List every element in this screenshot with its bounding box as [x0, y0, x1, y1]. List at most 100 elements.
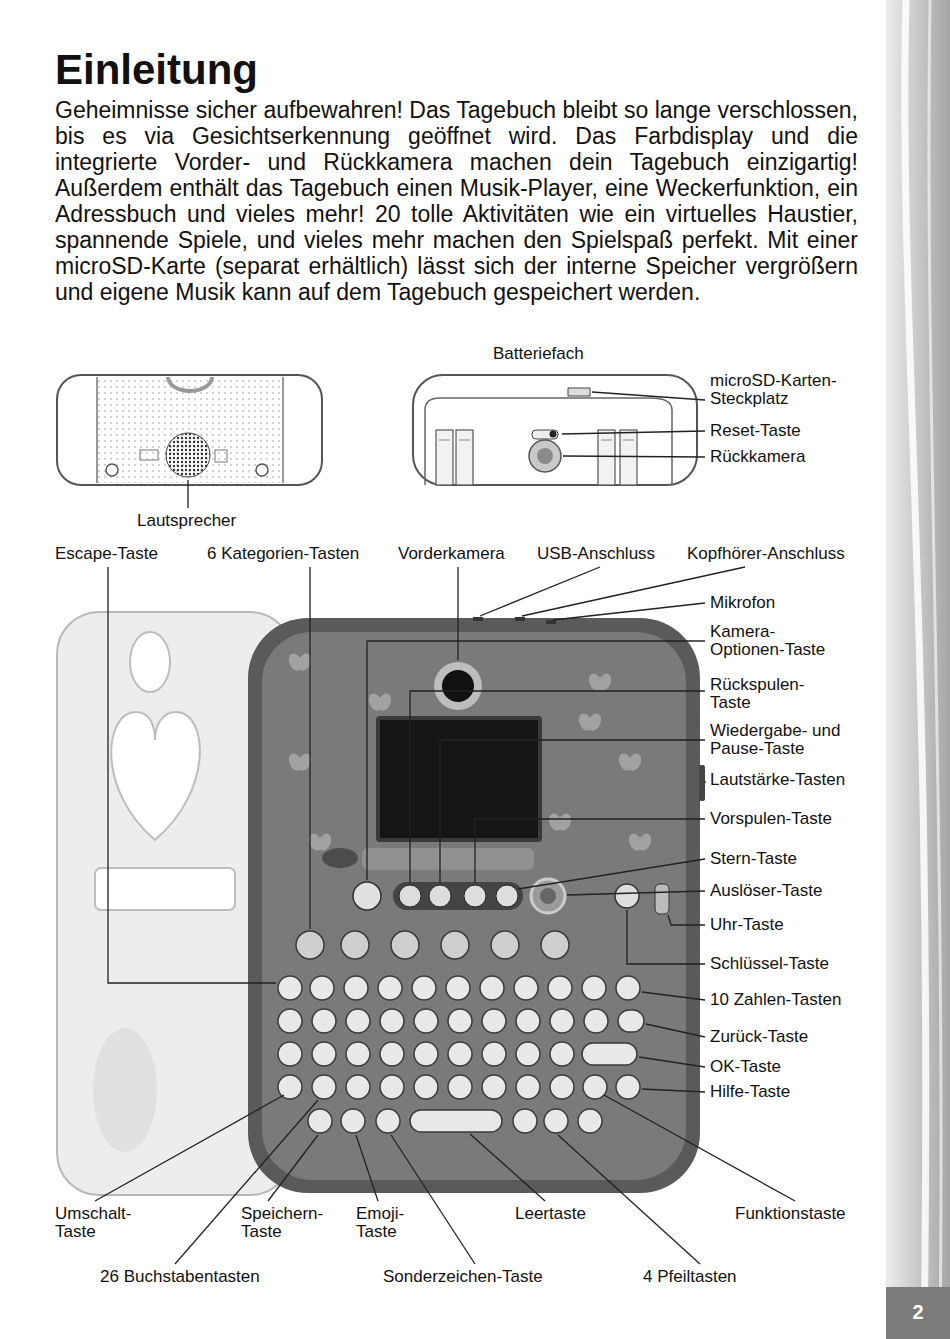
leader-line: [309, 567, 310, 929]
part-label: Zurück-Taste: [710, 1028, 808, 1046]
part-label: Sonderzeichen-Taste: [383, 1268, 543, 1286]
leader-line: [440, 740, 705, 883]
part-label: Vorderkamera: [398, 545, 505, 563]
heart-cutout: [111, 712, 200, 840]
port: [546, 620, 556, 624]
screen-frame: [376, 716, 542, 842]
media-button: [399, 885, 421, 907]
letter-key: [516, 1042, 540, 1066]
battery: [620, 430, 637, 485]
category-button: [441, 931, 469, 959]
reset-hole: [550, 431, 557, 438]
arrow-key: [578, 1109, 602, 1133]
part-label: 10 Zahlen-Tasten: [710, 991, 841, 1009]
letter-key: [482, 1042, 506, 1066]
part-label: microSD-Karten-Steckplatz: [710, 372, 855, 408]
butterfly-wing: [635, 831, 653, 852]
letter-key: [380, 1042, 404, 1066]
back-key: [618, 1010, 644, 1032]
camera-options-button: [353, 882, 381, 910]
butterfly-wing: [295, 751, 313, 772]
device-illustration: [57, 612, 705, 1195]
part-label: 26 Buchstabentasten: [100, 1268, 260, 1286]
part-label: Lautstärke-Tasten: [710, 771, 845, 789]
media-button-bar: [393, 882, 523, 910]
leader-line: [668, 915, 705, 925]
band-ground: [886, 0, 950, 1339]
panel-edge: [96, 377, 98, 483]
part-label: 4 Pfeiltasten: [643, 1268, 737, 1286]
leader-line: [558, 1135, 700, 1264]
page-number-box: [886, 1287, 950, 1339]
clock-button: [655, 884, 669, 914]
battery: [436, 430, 453, 485]
device-body: [248, 618, 700, 1193]
part-label: Reset-Taste: [710, 422, 801, 440]
battery-mark: [623, 440, 634, 441]
flap-slot: [95, 868, 235, 910]
leader-line: [457, 567, 458, 660]
battery-mark: [459, 440, 470, 441]
leader-line: [367, 641, 705, 880]
letter-key: [482, 1009, 506, 1033]
part-label: Speichern-Taste: [241, 1205, 337, 1241]
letter-key: [448, 1042, 472, 1066]
band-swoosh: [929, 0, 941, 1339]
back-view: [57, 375, 322, 485]
leader-line: [518, 859, 705, 889]
part-label: 6 Kategorien-Tasten: [207, 545, 359, 563]
butterfly-wing: [375, 691, 393, 712]
letter-key: [312, 1042, 336, 1066]
escape-key: [278, 976, 302, 1000]
butterfly-wing: [595, 671, 613, 692]
letter-key: [346, 1075, 370, 1099]
part-label: Lautsprecher: [137, 512, 236, 530]
leader-line: [95, 1095, 284, 1201]
camera-ring: [434, 662, 482, 710]
leader-line: [567, 891, 705, 895]
category-button: [491, 931, 519, 959]
part-label: Mikrofon: [710, 594, 775, 612]
battery: [456, 430, 473, 485]
part-label: Rückkamera: [710, 448, 805, 466]
media-button: [496, 885, 518, 907]
rear-camera-lens: [537, 448, 553, 464]
leader-lines: [95, 392, 795, 1264]
leader-line: [646, 1024, 705, 1037]
device-back: [57, 375, 322, 485]
number-key: [344, 976, 368, 1000]
leader-line: [410, 691, 705, 883]
band-swoosh: [905, 0, 926, 1339]
arrow-key: [513, 1109, 537, 1133]
shutter-center: [540, 888, 556, 904]
part-label: Stern-Taste: [710, 850, 797, 868]
space-key: [410, 1110, 502, 1132]
letter-key: [380, 1075, 404, 1099]
leader-line: [470, 1134, 545, 1201]
flap-hole: [130, 632, 170, 692]
letter-key: [278, 1042, 302, 1066]
logo-band: [362, 848, 534, 870]
number-key: [514, 976, 538, 1000]
part-label: Emoji-Taste: [356, 1205, 418, 1241]
letter-key: [414, 1009, 438, 1033]
leader-line: [592, 392, 705, 400]
number-key: [582, 976, 606, 1000]
letter-key: [346, 1042, 370, 1066]
front-camera: [442, 670, 474, 702]
part-label: Auslöser-Taste: [710, 882, 822, 900]
letter-key: [482, 1075, 506, 1099]
leader-line: [268, 1135, 318, 1201]
part-label: Vorspulen-Taste: [710, 810, 832, 828]
letter-key: [550, 1042, 574, 1066]
category-button: [391, 931, 419, 959]
part-label: Rückspulen-Taste: [710, 676, 822, 712]
screen: [380, 720, 538, 838]
letter-key: [550, 1009, 574, 1033]
leader-line: [187, 480, 188, 508]
leader-line: [604, 1095, 795, 1201]
part-label: Funktionstaste: [735, 1205, 846, 1223]
category-button: [341, 931, 369, 959]
number-key: [446, 976, 470, 1000]
